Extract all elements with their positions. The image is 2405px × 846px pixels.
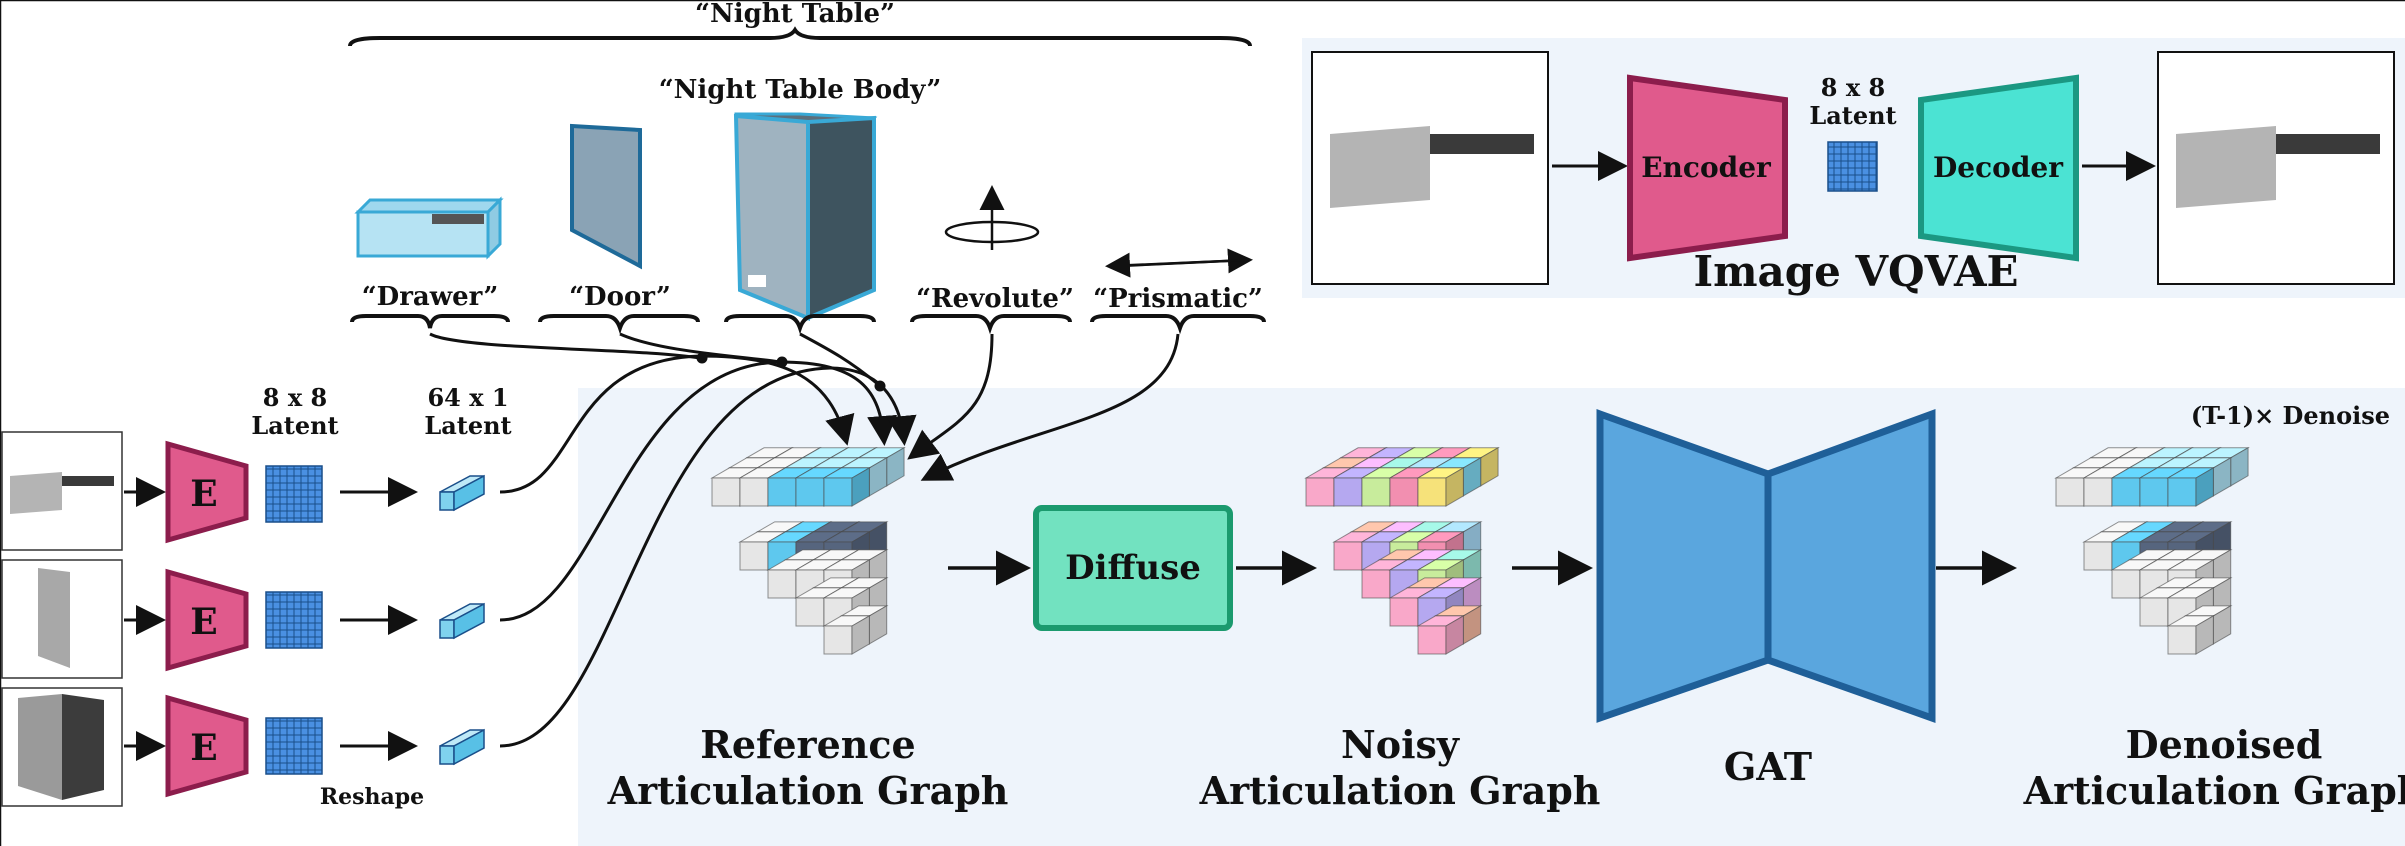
vqvae-input-object xyxy=(1330,126,1534,208)
repeat-label: (T-1)× Denoise xyxy=(2191,401,2390,430)
vqvae-output-object xyxy=(2176,126,2380,208)
reference-graph-cubes xyxy=(710,446,906,655)
denoised-title-line2: Articulation Graph xyxy=(2023,768,2405,813)
encoder-e-1 xyxy=(165,440,249,544)
latent-strip-3 xyxy=(439,728,485,766)
latent-grid-2 xyxy=(265,591,323,649)
drawer-icon xyxy=(354,196,504,260)
diffuse-label: Diffuse xyxy=(1065,548,1201,588)
latent8-line1: 8 x 8 xyxy=(263,383,327,412)
denoised-graph-cubes xyxy=(2054,446,2250,655)
noisy-title-line2: Articulation Graph xyxy=(1199,768,1601,813)
latent64-line1: 64 x 1 xyxy=(427,383,508,412)
door-label: “Door” xyxy=(569,282,671,312)
revolute-icon xyxy=(944,185,1040,250)
encoder-e-3 xyxy=(165,694,249,798)
prismatic-icon xyxy=(1105,248,1253,278)
latent8-line2: Latent xyxy=(251,411,338,440)
night-table-body-label: “Night Table Body” xyxy=(659,75,942,105)
latent-strip-1 xyxy=(439,474,485,512)
decoder-label: Decoder xyxy=(1933,151,2064,184)
reference-title-line1: Reference xyxy=(700,722,915,767)
encoder-e-1-label: E xyxy=(190,473,217,515)
junction-dot-1 xyxy=(696,352,708,364)
latent-grid-3 xyxy=(265,717,323,775)
night-table-brace xyxy=(348,26,1252,47)
latent-grid-1 xyxy=(265,465,323,523)
gat-network xyxy=(1596,408,1936,723)
encoder-e-2-label: E xyxy=(190,601,217,643)
reference-title-line2: Articulation Graph xyxy=(607,768,1009,813)
door-icon xyxy=(570,123,642,270)
diffuse-box xyxy=(1033,505,1233,631)
vqvae-latent-line1: 8 x 8 xyxy=(1821,73,1885,102)
encoder-e-3-label: E xyxy=(190,727,217,769)
night-table-body-icon xyxy=(733,112,878,322)
revolute-label: “Revolute” xyxy=(916,284,1074,314)
vqvae-latent-grid xyxy=(1827,141,1878,192)
drawer-label: “Drawer” xyxy=(362,282,499,312)
latent64-line2: Latent xyxy=(424,411,511,440)
vqvae-title: Image VQVAE xyxy=(1693,247,2018,296)
latent-strip-2 xyxy=(439,602,485,640)
encode-row-body: E xyxy=(1,687,485,807)
night-table-label: “Night Table” xyxy=(695,0,895,29)
gat-label: GAT xyxy=(1724,744,1812,789)
encoder-label: Encoder xyxy=(1641,151,1772,184)
vqvae-latent-line2: Latent xyxy=(1809,101,1896,130)
vqvae-decoder xyxy=(1918,74,2079,262)
encode-row-door: E xyxy=(1,559,485,679)
label-braces xyxy=(350,314,1266,335)
encoder-e-2 xyxy=(165,568,249,672)
junction-dot-3 xyxy=(874,380,886,392)
noisy-title-line1: Noisy xyxy=(1341,722,1460,767)
vqvae-encoder xyxy=(1627,74,1788,262)
prismatic-label: “Prismatic” xyxy=(1093,284,1263,314)
reshape-label: Reshape xyxy=(320,784,424,810)
noisy-graph-cubes xyxy=(1304,446,1500,655)
encode-row-drawer: E xyxy=(1,431,485,551)
denoised-title-line1: Denoised xyxy=(2126,722,2323,767)
junction-dot-2 xyxy=(776,356,788,368)
